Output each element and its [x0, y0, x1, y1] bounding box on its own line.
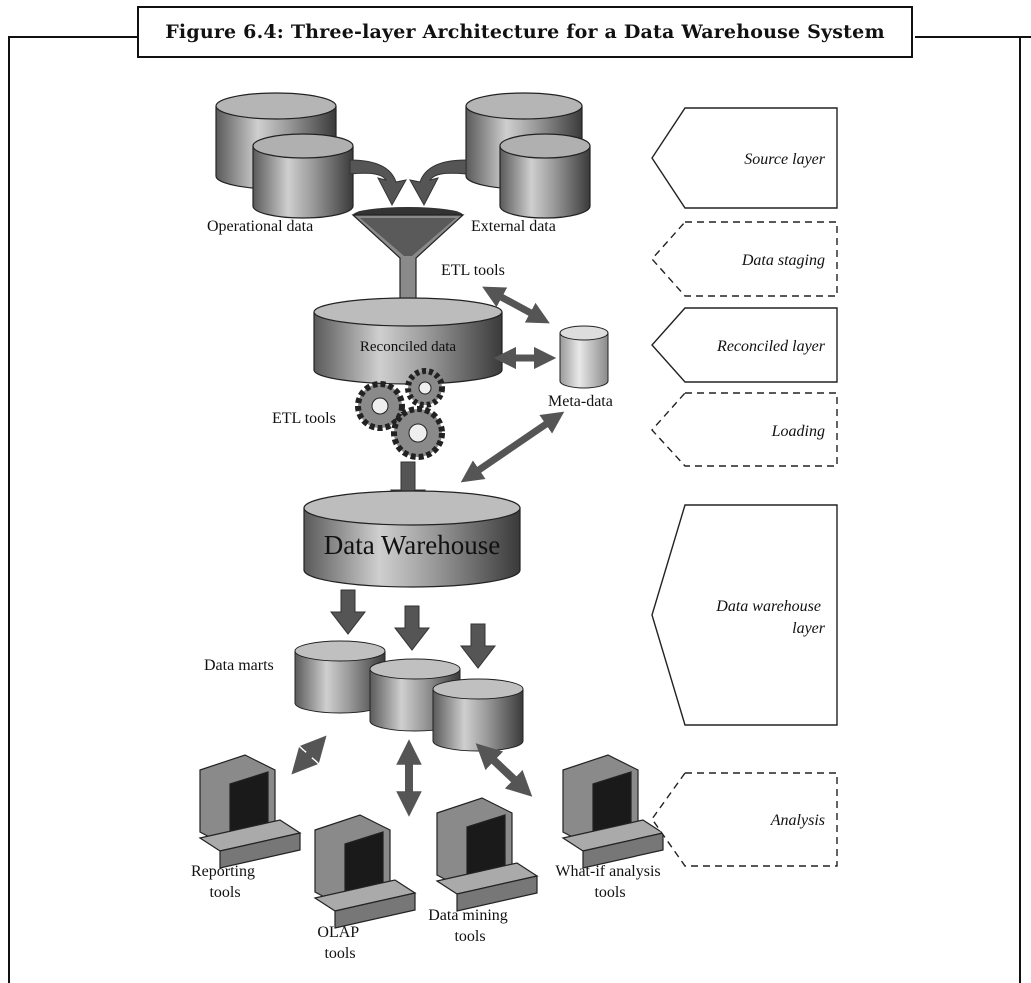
source-to-funnel-arrows	[349, 159, 467, 207]
reporting-tools-label: Reporting tools	[191, 863, 259, 901]
arrows-to-tools	[291, 735, 533, 817]
external-data-label: External data	[471, 218, 556, 235]
analysis-shape	[651, 772, 838, 867]
diagram-labels: Operational data External data ETL tools…	[191, 151, 826, 962]
data-marts-label: Data marts	[204, 657, 274, 674]
etl-tools-mid-label: ETL tools	[272, 410, 336, 427]
source-layer-shape	[651, 107, 838, 209]
metadata-cylinder	[559, 325, 609, 389]
source-layer-label: Source layer	[744, 151, 825, 168]
etl-gears	[355, 368, 445, 460]
data-mining-tools-label: Data mining tools	[428, 907, 512, 945]
loading-label: Loading	[771, 423, 825, 440]
computer-icons	[198, 754, 665, 929]
etl-tools-top-label: ETL tools	[441, 262, 505, 279]
reconciled-layer-shape	[651, 307, 838, 383]
olap-tools-label: OLAP tools	[317, 924, 362, 962]
metadata-label: Meta-data	[548, 393, 613, 410]
reconciled-layer-label: Reconciled layer	[716, 338, 826, 355]
frame-border-right	[1019, 36, 1021, 983]
what-if-tools-label: What-if analysis tools	[555, 863, 664, 901]
operational-data-cylinders	[215, 92, 354, 219]
figure-caption-box: Figure 6.4: Three-layer Architecture for…	[137, 6, 913, 58]
arrows-to-data-marts	[329, 589, 497, 669]
operational-data-label: Operational data	[207, 218, 313, 235]
frame-border-top-left	[8, 36, 137, 38]
external-data-cylinders	[465, 92, 591, 219]
reconciled-data-label: Reconciled data	[360, 339, 457, 355]
frame-border-left	[8, 36, 10, 983]
data-warehouse-layer-label: Data warehouse layer	[715, 598, 826, 637]
data-warehouse-label: Data Warehouse	[324, 530, 501, 560]
loading-shape	[651, 392, 838, 467]
reconciled-data-cylinder	[313, 297, 503, 385]
metadata-arrows	[460, 286, 565, 483]
data-warehouse-cylinder	[303, 490, 521, 588]
data-staging-label: Data staging	[741, 252, 825, 269]
analysis-label: Analysis	[770, 812, 825, 829]
data-staging-shape	[651, 221, 838, 297]
figure-caption: Figure 6.4: Three-layer Architecture for…	[165, 21, 885, 43]
frame-border-top-right	[915, 36, 1031, 38]
data-mart-cylinders	[294, 640, 524, 752]
layer-shapes	[651, 107, 838, 867]
data-warehouse-layer-shape	[651, 504, 838, 726]
